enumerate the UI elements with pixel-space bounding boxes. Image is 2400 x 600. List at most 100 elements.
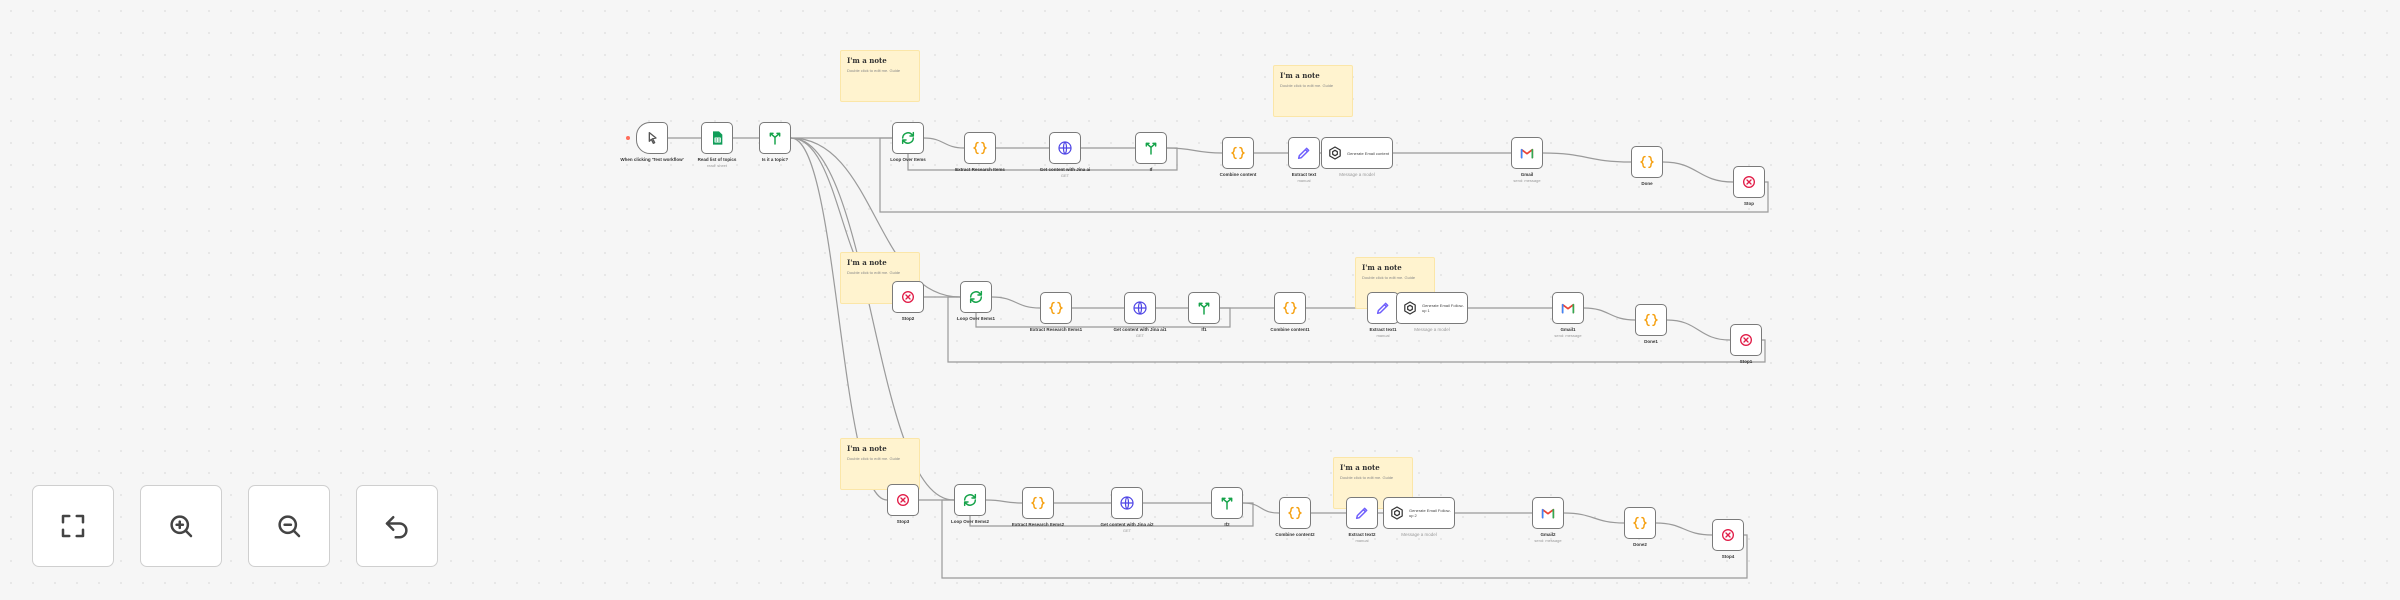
sticky-note[interactable]: I'm a note Double click to edit me. Guid…: [840, 50, 920, 102]
node-label: Combine content1: [1245, 327, 1335, 333]
node-branch-r1_if[interactable]: [759, 122, 791, 154]
node-code-r2_code2[interactable]: [1635, 304, 1667, 336]
pencil-icon: [1375, 300, 1391, 316]
branch-icon: [1196, 300, 1212, 316]
node-title: Gmail2: [1540, 532, 1556, 537]
node-code-r1_code[interactable]: [1222, 137, 1254, 169]
node-code-r3_code[interactable]: [1279, 497, 1311, 529]
node-stop-r2_stop[interactable]: [1730, 324, 1762, 356]
node-title: Get content with Jina ai1: [1113, 327, 1167, 332]
node-branch-r2_if2[interactable]: [1188, 292, 1220, 324]
node-title: Stop3: [896, 519, 910, 524]
node-label: Combine content: [1193, 172, 1283, 178]
stop-icon: [895, 492, 911, 508]
sticky-body: Double click to edit me. Guide: [847, 270, 901, 275]
sticky-title: I'm a note: [1340, 463, 1380, 472]
connection-line: [985, 499, 1023, 504]
node-loop-r2_loop[interactable]: [960, 281, 992, 313]
node-title: Gmail: [1520, 172, 1534, 177]
node-openai-r2_ai[interactable]: Generate Email Follow-up 1: [1396, 292, 1468, 324]
node-google-sheets-r1_sheets[interactable]: [701, 122, 733, 154]
node-code-r2_set[interactable]: [1040, 292, 1072, 324]
node-title: Combine content2: [1275, 532, 1315, 537]
zoom-in-button[interactable]: [140, 485, 222, 567]
connection-line: [1655, 522, 1713, 536]
node-code-r3_code2[interactable]: [1624, 507, 1656, 539]
node-label: Extract Research Items1: [1011, 327, 1101, 333]
node-globe-r2_http[interactable]: [1124, 292, 1156, 324]
node-stop-r3_stop[interactable]: [1712, 519, 1744, 551]
stop-icon: [900, 289, 916, 305]
connection-line: [1542, 152, 1632, 163]
zoom-out-button[interactable]: [248, 485, 330, 567]
node-title: Stop1: [1739, 359, 1753, 364]
node-gmail-r2_gmail[interactable]: [1552, 292, 1584, 324]
node-label: Done1: [1606, 339, 1696, 345]
node-subtitle: send: message: [1513, 178, 1541, 183]
code-icon: [1287, 505, 1303, 521]
node-label: Loop Over Items2: [925, 519, 1015, 525]
node-label: Combine content2: [1250, 532, 1340, 538]
node-label: If: [1106, 167, 1196, 173]
loop-icon: [968, 289, 984, 305]
node-stop-r3_stop0[interactable]: [887, 484, 919, 516]
node-code-r2_code[interactable]: [1274, 292, 1306, 324]
fit-view-button[interactable]: [32, 485, 114, 567]
undo-button[interactable]: [356, 485, 438, 567]
node-label: Extract Research Items2: [993, 522, 1083, 528]
node-pointer-r1_trigger[interactable]: [636, 122, 668, 154]
node-stop-r2_stop0[interactable]: [892, 281, 924, 313]
sticky-note[interactable]: I'm a note Double click to edit me. Guid…: [1273, 65, 1353, 117]
node-subtitle: manual: [1355, 538, 1369, 543]
node-branch-r1_if2[interactable]: [1135, 132, 1167, 164]
sticky-body: Double click to edit me. Guide: [1340, 475, 1394, 480]
node-title: Extract Research Items1: [1029, 327, 1083, 332]
node-openai-r3_ai[interactable]: Generate Email Follow-up 2: [1383, 497, 1455, 529]
node-subtitle: GET: [1135, 333, 1145, 338]
code-icon: [1643, 312, 1659, 328]
node-loop-r1_loop[interactable]: [892, 122, 924, 154]
openai-icon: [1402, 300, 1418, 316]
node-loop-r3_loop[interactable]: [954, 484, 986, 516]
pointer-icon: [644, 130, 660, 146]
node-gmail-r3_gmail[interactable]: [1532, 497, 1564, 529]
node-globe-r3_http[interactable]: [1111, 487, 1143, 519]
node-label: Stop4: [1683, 554, 1773, 560]
globe-icon: [1057, 140, 1073, 156]
connection-line: [991, 296, 1041, 309]
sticky-note[interactable]: I'm a note Double click to edit me. Guid…: [840, 438, 920, 490]
node-label: If1: [1159, 327, 1249, 333]
node-label: Stop3: [858, 519, 948, 525]
openai-icon: [1327, 145, 1343, 161]
node-subtitle: Message a model: [1414, 327, 1450, 332]
loop-icon: [900, 130, 916, 146]
connection-line: [1166, 147, 1223, 154]
node-branch-r3_if2[interactable]: [1211, 487, 1243, 519]
node-title: Extract Research Items: [955, 167, 1005, 172]
code-icon: [1639, 154, 1655, 170]
node-openai-r1_ai[interactable]: Generate Email content: [1321, 137, 1393, 169]
node-code-r1_code2[interactable]: [1631, 146, 1663, 178]
node-label: Is it a topic?: [730, 157, 820, 163]
node-title: When clicking 'Test workflow': [620, 157, 684, 162]
node-gmail-r1_gmail[interactable]: [1511, 137, 1543, 169]
node-pencil-r2_edit[interactable]: [1367, 292, 1399, 324]
node-subtitle: manual: [1297, 178, 1311, 183]
node-title: Loop Over Items2: [950, 519, 989, 524]
node-pencil-r1_edit[interactable]: [1288, 137, 1320, 169]
node-pencil-r3_edit[interactable]: [1346, 497, 1378, 529]
branch-icon: [1219, 495, 1235, 511]
node-code-r1_set[interactable]: [964, 132, 996, 164]
node-stop-r1_stop[interactable]: [1733, 166, 1765, 198]
openai-icon: [1389, 505, 1405, 521]
node-code-r3_set[interactable]: [1022, 487, 1054, 519]
node-title: Get content with Jina ai: [1039, 167, 1091, 172]
node-globe-r1_http[interactable]: [1049, 132, 1081, 164]
node-title: If: [1149, 167, 1153, 172]
